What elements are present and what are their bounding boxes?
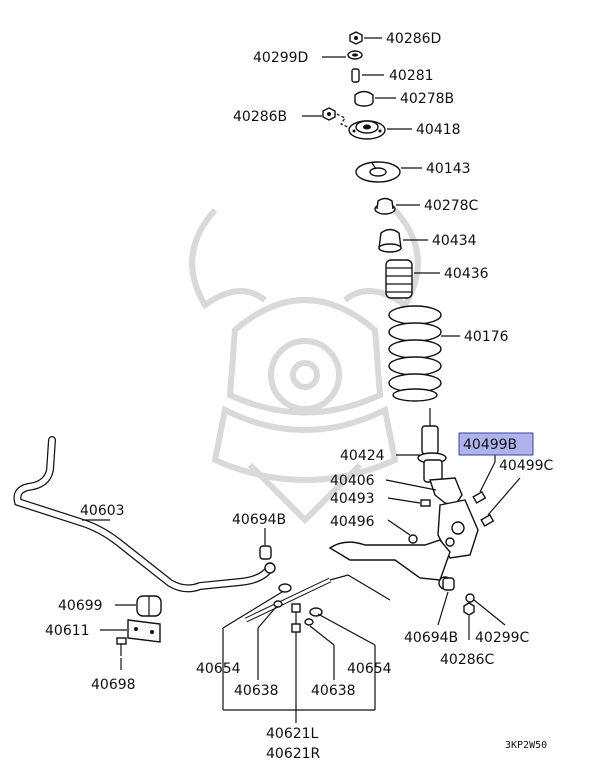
label-40278B: 40278B: [400, 91, 454, 107]
part-40176-coil-spring: [388, 305, 442, 402]
diagram-code: 3KP2W50: [505, 740, 547, 751]
part-40299D: [347, 50, 363, 60]
label-40436: 40436: [444, 266, 489, 282]
part-40699-bushing: [136, 595, 162, 617]
part-40418: [348, 120, 386, 140]
part-40281: [351, 68, 360, 83]
label-40499B: 40499B: [463, 437, 517, 453]
label-40176: 40176: [464, 329, 509, 345]
label-40621L: 40621L: [266, 726, 319, 742]
label-40493: 40493: [330, 491, 375, 507]
label-40611: 40611: [45, 623, 90, 639]
part-40286C: [463, 602, 475, 616]
part-40694B-right: [442, 577, 455, 591]
part-40434: [378, 228, 402, 253]
label-40654-right: 40654: [347, 661, 392, 677]
label-40281: 40281: [389, 68, 434, 84]
label-40638-right: 40638: [311, 683, 356, 699]
label-40434: 40434: [432, 233, 477, 249]
part-40436: [385, 259, 413, 299]
highlight-box: [458, 432, 534, 456]
part-40654-bushing-left: [278, 583, 292, 593]
part-40406-knuckle: [429, 477, 479, 559]
part-40603-stabilizer-bar: [13, 436, 276, 593]
part-40286D: [349, 31, 363, 45]
part-40611-bracket: [127, 619, 161, 643]
label-40299C: 40299C: [475, 630, 530, 646]
label-40603: 40603: [80, 503, 125, 519]
label-40418: 40418: [416, 122, 461, 138]
label-40424: 40424: [340, 448, 385, 464]
part-40143: [355, 161, 401, 183]
label-40654-left: 40654: [196, 661, 241, 677]
part-stabilizer-link: [244, 574, 391, 623]
label-40694B-right: 40694B: [404, 630, 458, 646]
label-40496: 40496: [330, 514, 375, 530]
part-40424-strut: [417, 408, 447, 483]
watermark-logo: [189, 208, 421, 525]
part-lower-arm: [328, 539, 452, 590]
label-40286D: 40286D: [386, 31, 441, 47]
part-40278C: [374, 197, 396, 215]
label-40499C: 40499C: [499, 458, 554, 474]
part-40638-washer-right: [304, 618, 314, 626]
label-40638-left: 40638: [234, 683, 279, 699]
part-40496-nut: [408, 534, 418, 544]
part-40694B-left: [259, 545, 272, 560]
part-40299C: [465, 593, 475, 603]
label-40286C: 40286C: [440, 652, 495, 668]
label-40286B: 40286B: [233, 109, 287, 125]
part-40278B: [354, 90, 374, 107]
label-40621R: 40621R: [266, 746, 321, 762]
highlight-40499B[interactable]: 40499B: [458, 432, 534, 456]
part-40698-bolt: [116, 637, 127, 656]
label-40699: 40699: [58, 598, 103, 614]
label-40299D: 40299D: [253, 50, 308, 66]
label-40143: 40143: [426, 161, 471, 177]
label-40406: 40406: [330, 473, 375, 489]
part-40638-washer-left: [273, 600, 283, 608]
part-40286B: [322, 107, 336, 121]
part-40493-bolt: [420, 499, 431, 507]
part-40621-link-bolt: [291, 603, 301, 640]
label-40698: 40698: [91, 677, 136, 693]
part-40499C-bolt: [472, 490, 495, 527]
label-40694B-left: 40694B: [232, 512, 286, 528]
label-40278C: 40278C: [424, 198, 479, 214]
